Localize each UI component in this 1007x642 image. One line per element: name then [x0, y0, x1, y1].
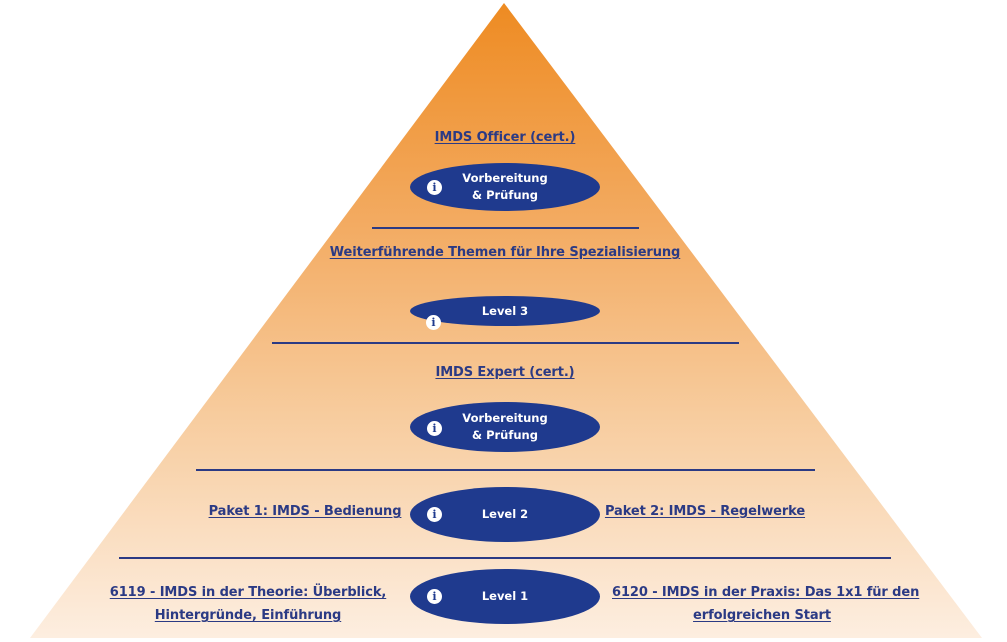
- level-3-button[interactable]: Level 3: [410, 296, 600, 326]
- course-6120-link[interactable]: 6120 - IMDS in der Praxis: Das 1x1 für d…: [612, 581, 920, 627]
- tier-divider: [196, 469, 815, 471]
- info-icon[interactable]: i: [427, 589, 442, 604]
- pill-label: Vorbereitung & Prüfung: [462, 171, 548, 202]
- course-6119-link[interactable]: 6119 - IMDS in der Theorie: Überblick, H…: [108, 581, 388, 627]
- level-2-button[interactable]: i Level 2: [410, 487, 600, 542]
- info-icon[interactable]: i: [426, 315, 441, 330]
- course-6119-line1: 6119 - IMDS in der Theorie: Überblick,: [109, 585, 387, 600]
- advanced-topics-link[interactable]: Weiterführende Themen für Ihre Spezialis…: [329, 245, 681, 260]
- tier-divider: [372, 227, 639, 229]
- pill-label: Level 3: [481, 303, 529, 318]
- tier-divider: [272, 342, 739, 344]
- course-6119-line2: Hintergründe, Einführung: [154, 608, 342, 623]
- info-icon[interactable]: i: [427, 421, 442, 436]
- tier-divider: [119, 557, 891, 559]
- pill-label: Level 2: [481, 507, 529, 521]
- info-icon[interactable]: i: [427, 180, 442, 195]
- course-6120-line1: 6120 - IMDS in der Praxis: Das 1x1 für d…: [612, 585, 920, 600]
- imds-officer-link[interactable]: IMDS Officer (cert.): [434, 130, 576, 145]
- pill-label: Level 1: [481, 589, 529, 603]
- course-6120-line2: erfolgreichen Start: [693, 608, 831, 623]
- package-1-link[interactable]: Paket 1: IMDS - Bedienung: [208, 504, 402, 519]
- package-2-link[interactable]: Paket 2: IMDS - Regelwerke: [604, 504, 806, 519]
- officer-exam-prep-button[interactable]: i Vorbereitung & Prüfung: [410, 163, 600, 211]
- level-1-button[interactable]: i Level 1: [410, 569, 600, 624]
- pill-label: Vorbereitung & Prüfung: [462, 411, 548, 442]
- imds-expert-link[interactable]: IMDS Expert (cert.): [435, 365, 575, 380]
- expert-exam-prep-button[interactable]: i Vorbereitung & Prüfung: [410, 402, 600, 452]
- info-icon[interactable]: i: [427, 507, 442, 522]
